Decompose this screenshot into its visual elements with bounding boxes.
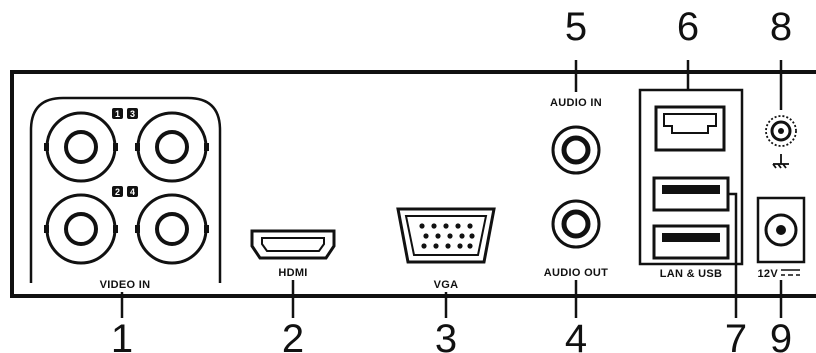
badge-1-text: 1 xyxy=(115,109,120,119)
usb-port-2 xyxy=(652,224,730,260)
lan-usb-frame xyxy=(638,88,744,266)
badge-3 xyxy=(127,108,138,119)
badge-4-text: 4 xyxy=(130,187,135,197)
usb-port-1 xyxy=(652,176,730,212)
vga-label: VGA xyxy=(434,279,459,291)
vga-pins xyxy=(419,223,475,249)
lan-usb-group: LAN & USB xyxy=(638,88,744,280)
audio-in-label: AUDIO IN xyxy=(550,97,602,109)
badge-3-text: 3 xyxy=(130,109,135,119)
audio-in-port: AUDIO IN xyxy=(550,97,602,175)
callout-8: 8 xyxy=(770,5,792,49)
badge-2-text: 2 xyxy=(115,187,120,197)
audio-out-label: AUDIO OUT xyxy=(544,267,608,279)
audio-out-port: AUDIO OUT xyxy=(544,199,608,279)
lan-port xyxy=(654,105,726,152)
bnc-connector-3 xyxy=(135,111,209,183)
video-in-label: VIDEO IN xyxy=(100,279,151,291)
bnc-connector-1 xyxy=(44,111,118,183)
device-outline xyxy=(10,70,816,298)
callout-2: 2 xyxy=(282,317,304,353)
video-in-bracket xyxy=(29,96,222,283)
bnc-connector-2 xyxy=(44,193,118,265)
badge-2 xyxy=(112,186,123,197)
hdmi-port: HDMI xyxy=(250,229,336,279)
video-in-group: 1 3 2 4 VIDEO IN xyxy=(29,96,222,291)
power-port: 12V xyxy=(756,196,806,280)
lan-usb-label: LAN & USB xyxy=(660,268,723,280)
vga-port: VGA xyxy=(396,207,496,291)
callout-1: 1 xyxy=(111,317,133,353)
power-label: 12V xyxy=(758,268,779,280)
callout-3: 3 xyxy=(435,317,457,353)
leader-lines xyxy=(120,60,783,318)
badge-4 xyxy=(127,186,138,197)
bnc-connector-4 xyxy=(135,193,209,265)
callout-7: 7 xyxy=(725,317,747,353)
hdmi-label: HDMI xyxy=(278,267,307,279)
callout-5: 5 xyxy=(565,5,587,49)
callout-6: 6 xyxy=(677,5,699,49)
callout-9: 9 xyxy=(770,317,792,353)
badge-1 xyxy=(112,108,123,119)
ground-icon xyxy=(772,154,789,169)
ground-terminal xyxy=(765,115,797,169)
callout-4: 4 xyxy=(565,317,587,353)
leader-7 xyxy=(728,192,738,318)
dc-symbol-icon xyxy=(781,269,800,276)
